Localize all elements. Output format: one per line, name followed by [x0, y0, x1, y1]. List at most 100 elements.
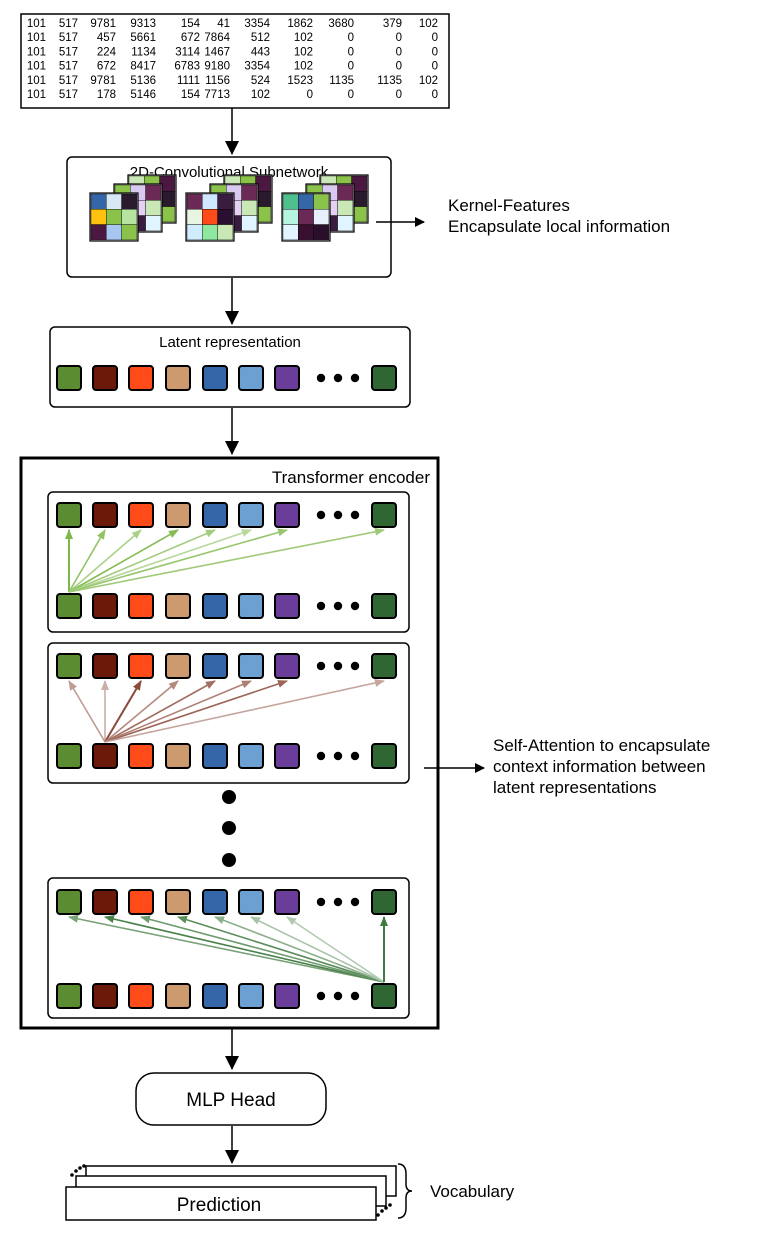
attention-arrow	[68, 529, 179, 593]
table-cell: 8417	[130, 61, 156, 73]
table-cell: 154	[181, 89, 201, 101]
attention-arrow	[68, 528, 288, 593]
conv-title: 2D-Convolutional Subnetwork	[130, 164, 329, 181]
prediction-stack-dots	[70, 1164, 392, 1217]
ellipsis-dot	[316, 373, 326, 383]
table-cell: 1467	[204, 46, 230, 58]
table-cell: 0	[348, 46, 354, 58]
attention-arrow	[104, 680, 288, 743]
latent-token	[238, 365, 264, 391]
latent-token	[238, 593, 264, 619]
latent-token	[165, 365, 191, 391]
vocabulary-brace	[397, 1163, 413, 1219]
table-cell: 0	[432, 89, 438, 101]
attention-arrow	[68, 529, 106, 593]
latent-token	[371, 983, 397, 1009]
table-cell: 101	[27, 61, 46, 73]
table-cell: 224	[97, 46, 117, 58]
table-cell: 0	[396, 32, 402, 44]
latent-token	[371, 502, 397, 528]
latent-token	[92, 365, 118, 391]
attention-arrow	[104, 680, 216, 743]
ellipsis-dot	[333, 991, 343, 1001]
latent-token	[56, 983, 82, 1009]
latent-token	[165, 653, 191, 679]
table-cell: 101	[27, 89, 46, 101]
attention-arrow	[104, 679, 385, 743]
vocabulary-label: Vocabulary	[430, 1182, 515, 1201]
latent-token	[165, 889, 191, 915]
ellipsis-dot	[333, 661, 343, 671]
vertical-ellipsis-dot	[222, 790, 236, 804]
table-cell: 0	[432, 32, 438, 44]
table-cell: 101	[27, 18, 46, 30]
mlp-head-box: MLP Head	[135, 1072, 327, 1126]
prediction-stack: Prediction Vocabulary	[65, 1163, 515, 1221]
ellipsis-dot	[333, 373, 343, 383]
latent-token	[274, 653, 300, 679]
attention-arrow	[214, 916, 385, 983]
table-cell: 0	[348, 32, 354, 44]
latent-token	[92, 593, 118, 619]
vertical-ellipsis-dot	[222, 821, 236, 835]
latent-token	[92, 502, 118, 528]
table-cell: 154	[181, 18, 201, 30]
table-cell: 3680	[328, 18, 354, 30]
attention-arrow	[286, 916, 385, 983]
table-cell: 102	[251, 89, 270, 101]
attention-arrow	[68, 680, 106, 743]
attention-layer-bottom-tokens	[56, 593, 397, 619]
table-cell: 0	[348, 89, 354, 101]
attention-arrow	[250, 916, 385, 983]
latent-token	[238, 502, 264, 528]
latent-token	[56, 653, 82, 679]
table-cell: 1156	[205, 75, 230, 87]
table-cell: 102	[294, 32, 313, 44]
vertical-ellipsis-dot	[222, 853, 236, 867]
ellipsis-dot	[333, 897, 343, 907]
kernel-stack	[89, 174, 177, 242]
latent-token	[274, 502, 300, 528]
latent-token	[128, 593, 154, 619]
attention-arrow	[104, 680, 179, 743]
transformer-annotation-line3: latent representations	[493, 778, 657, 797]
latent-token	[238, 983, 264, 1009]
latent-token	[165, 593, 191, 619]
table-cell: 672	[181, 32, 200, 44]
attention-arrow	[68, 529, 252, 593]
latent-token	[202, 502, 228, 528]
attention-arrow	[140, 915, 385, 983]
ellipsis-dot	[350, 373, 360, 383]
latent-token	[274, 365, 300, 391]
table-cell: 101	[27, 46, 46, 58]
latent-token	[128, 365, 154, 391]
table-cell: 1134	[131, 46, 156, 58]
ellipsis-dot	[316, 751, 326, 761]
attention-arrow	[177, 915, 385, 983]
latent-token	[202, 889, 228, 915]
table-cell: 1135	[377, 75, 402, 87]
ellipsis-dot	[350, 897, 360, 907]
table-cell: 9781	[90, 75, 116, 87]
kernel-stack	[281, 174, 369, 242]
kernel-stack	[185, 174, 273, 242]
table-cell: 5661	[130, 32, 156, 44]
latent-token	[128, 502, 154, 528]
ellipsis-dot	[316, 510, 326, 520]
ellipsis-dot	[333, 751, 343, 761]
table-cell: 102	[294, 46, 313, 58]
conv-subnetwork-box: 2D-Convolutional Subnetwork	[66, 156, 392, 278]
mlp-label: MLP Head	[186, 1090, 275, 1111]
attention-layer-bottom-tokens	[56, 983, 397, 1009]
ellipsis-dot	[333, 510, 343, 520]
attention-arrow	[104, 680, 142, 743]
latent-token	[202, 593, 228, 619]
table-cell: 517	[59, 61, 78, 73]
table-cell: 102	[294, 61, 313, 73]
latent-token-row	[56, 365, 397, 391]
latent-token	[238, 743, 264, 769]
latent-token	[371, 743, 397, 769]
